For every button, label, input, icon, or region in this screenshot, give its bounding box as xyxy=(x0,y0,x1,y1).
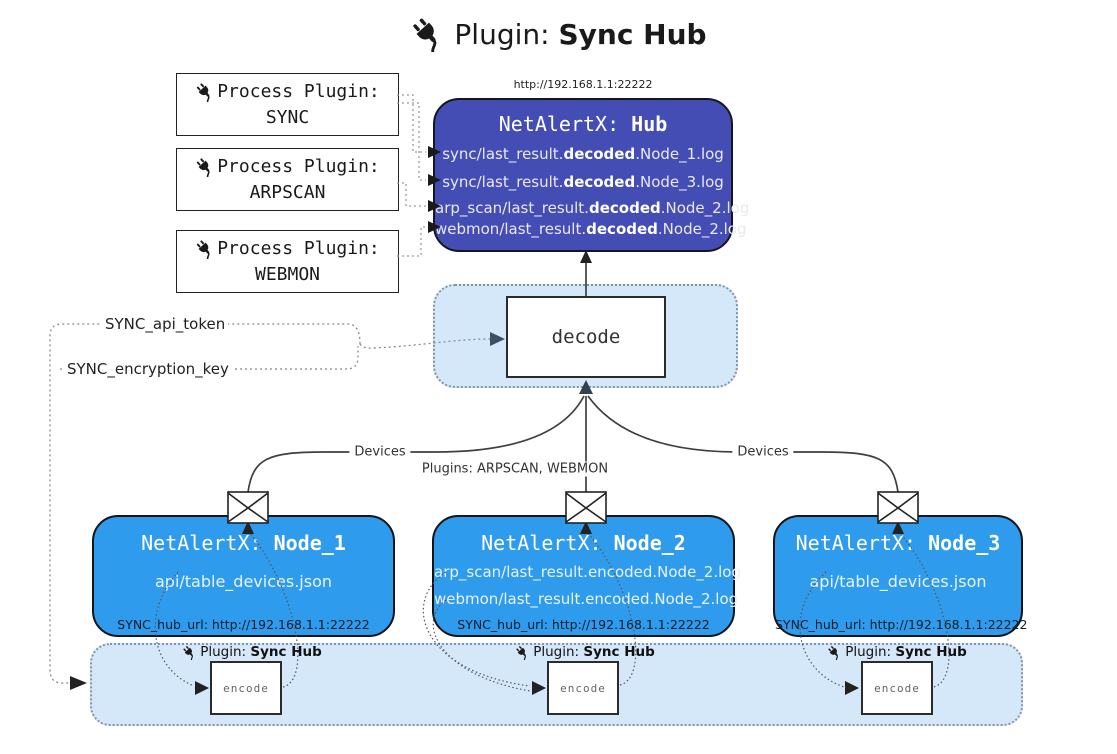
log-bold: decoded xyxy=(563,173,636,191)
node-2-box: NetAlertX: Node_2 arp_scan/last_result.e… xyxy=(432,515,741,637)
process-to-hub-edges xyxy=(397,94,426,257)
plug-icon xyxy=(410,16,446,52)
edge-node1-devices xyxy=(247,395,585,493)
node-title-prefix: NetAlertX: xyxy=(795,531,929,555)
process-plugin-label: Process Plugin: xyxy=(217,237,380,259)
decode-box: decode xyxy=(506,296,666,378)
node-data-line: api/table_devices.json xyxy=(809,572,987,591)
encoder-plugin-label: Plugin: Sync Hub xyxy=(152,644,352,660)
log-pre: arp_scan/last_result. xyxy=(435,199,589,217)
process-plugin-webmon: Process Plugin: WEBMON xyxy=(176,230,399,293)
node-title: NetAlertX: Node_2 xyxy=(434,531,733,555)
plug-icon xyxy=(195,239,215,259)
devices-label-left: Devices xyxy=(349,444,411,460)
hub-log-line: sync/last_result.decoded.Node_1.log xyxy=(435,145,731,163)
node-data-line: arp_scan/last_result.encoded.Node_2.log xyxy=(434,563,741,581)
title-text: Plugin: Sync Hub xyxy=(454,18,706,51)
node-title: NetAlertX: Node_3 xyxy=(775,531,1021,555)
encode-box-node-2: encode xyxy=(547,661,619,715)
encoder-plugin-name: Sync Hub xyxy=(250,644,322,660)
hub-title-name: Hub xyxy=(631,112,668,136)
hub-log-line: arp_scan/last_result.decoded.Node_2.log xyxy=(435,199,749,217)
plug-icon xyxy=(195,157,215,177)
encoder-plugin-prefix: Plugin: xyxy=(845,644,896,660)
node-title-name: Node_2 xyxy=(613,531,686,555)
process-plugin-name: WEBMON xyxy=(254,263,321,285)
node-data-line: webmon/last_result.encoded.Node_2.log xyxy=(434,590,739,608)
encoder-plugin-name: Sync Hub xyxy=(583,644,655,660)
plugins-edge-label: Plugins: ARPSCAN, WEBMON xyxy=(416,461,614,477)
process-plugin-arpscan-row: Process Plugin: xyxy=(195,154,380,180)
encode-label: encode xyxy=(874,681,920,695)
log-post: .Node_1.log xyxy=(635,145,724,163)
hub-log-line: webmon/last_result.decoded.Node_2.log xyxy=(435,220,747,238)
hub-box: NetAlertX: Hub sync/last_result.decoded.… xyxy=(433,98,749,252)
decode-label: decode xyxy=(551,326,621,348)
edge-arpscan-to-log3 xyxy=(397,182,426,207)
encode-box-node-1: encode xyxy=(210,661,282,715)
process-plugin-webmon-row: Process Plugin: xyxy=(195,236,380,262)
title-name: Sync Hub xyxy=(558,17,707,51)
encoder-plugin-text: Plugin: Sync Hub xyxy=(200,644,322,660)
encoder-plugin-prefix: Plugin: xyxy=(200,644,251,660)
node-to-decode-edges xyxy=(247,395,899,493)
log-post: .Node_2.log xyxy=(660,199,750,217)
plug-icon xyxy=(827,645,842,660)
page-title: Plugin: Sync Hub xyxy=(0,16,1117,52)
node-title-name: Node_1 xyxy=(273,531,346,555)
log-pre: sync/last_result. xyxy=(442,145,564,163)
encoder-plugin-name: Sync Hub xyxy=(895,644,967,660)
edge-webmon-to-log4 xyxy=(397,226,426,257)
edge-sync-to-log2 xyxy=(397,102,426,181)
node-title: NetAlertX: Node_1 xyxy=(94,531,393,555)
sync-api-token-label: SYNC_api_token xyxy=(102,315,229,333)
node-title-prefix: NetAlertX: xyxy=(481,531,614,555)
encoder-plugin-text: Plugin: Sync Hub xyxy=(533,644,655,660)
encoder-plugin-text: Plugin: Sync Hub xyxy=(845,644,967,660)
hub-title-prefix: NetAlertX: xyxy=(498,112,632,136)
log-pre: sync/last_result. xyxy=(442,173,564,191)
encoder-plugin-label: Plugin: Sync Hub xyxy=(485,644,685,660)
log-pre: webmon/last_result. xyxy=(435,220,587,238)
process-plugin-name: SYNC xyxy=(265,106,310,128)
log-post: .Node_3.log xyxy=(635,173,724,191)
encoder-plugin-label: Plugin: Sync Hub xyxy=(797,644,997,660)
encode-box-node-3: encode xyxy=(861,661,933,715)
process-plugin-label: Process Plugin: xyxy=(217,155,380,177)
node-title-prefix: NetAlertX: xyxy=(141,531,274,555)
node-hub-url: SYNC_hub_url: http://192.168.1.1:22222 xyxy=(457,617,710,632)
node-data-line: api/table_devices.json xyxy=(154,572,332,591)
encode-label: encode xyxy=(560,681,606,695)
node-1-box: NetAlertX: Node_1 api/table_devices.json… xyxy=(92,515,395,637)
process-plugin-sync: Process Plugin: SYNC xyxy=(176,73,399,136)
sync-encryption-key-label: SYNC_encryption_key xyxy=(64,360,232,378)
encoder-plugin-prefix: Plugin: xyxy=(533,644,584,660)
log-post: .Node_2.log xyxy=(657,220,747,238)
process-plugin-label: Process Plugin: xyxy=(217,80,380,102)
hub-log-line: sync/last_result.decoded.Node_3.log xyxy=(435,173,731,191)
node-title-name: Node_3 xyxy=(928,531,1001,555)
process-plugin-name: ARPSCAN xyxy=(249,181,326,203)
edge-sync-to-log1 xyxy=(397,94,426,153)
plug-icon xyxy=(515,645,530,660)
devices-label-right: Devices xyxy=(732,444,794,460)
node-3-box: NetAlertX: Node_3 api/table_devices.json… xyxy=(773,515,1028,637)
log-bold: decoded xyxy=(563,145,636,163)
log-bold: decoded xyxy=(586,220,658,238)
encode-label: encode xyxy=(223,681,269,695)
log-bold: decoded xyxy=(588,199,661,217)
band-in-arrowhead xyxy=(70,676,87,690)
node-hub-url: SYNC_hub_url: http://192.168.1.1:22222 xyxy=(117,617,370,632)
process-plugin-sync-row: Process Plugin: xyxy=(195,79,380,105)
hub-title: NetAlertX: Hub xyxy=(435,112,731,136)
plug-icon xyxy=(195,82,215,102)
plug-icon xyxy=(182,645,197,660)
process-plugin-arpscan: Process Plugin: ARPSCAN xyxy=(176,148,399,211)
hub-url-label: http://192.168.1.1:22222 xyxy=(513,78,653,91)
title-prefix: Plugin: xyxy=(454,17,559,51)
node-hub-url: SYNC_hub_url: http://192.168.1.1:22222 xyxy=(775,617,1028,632)
